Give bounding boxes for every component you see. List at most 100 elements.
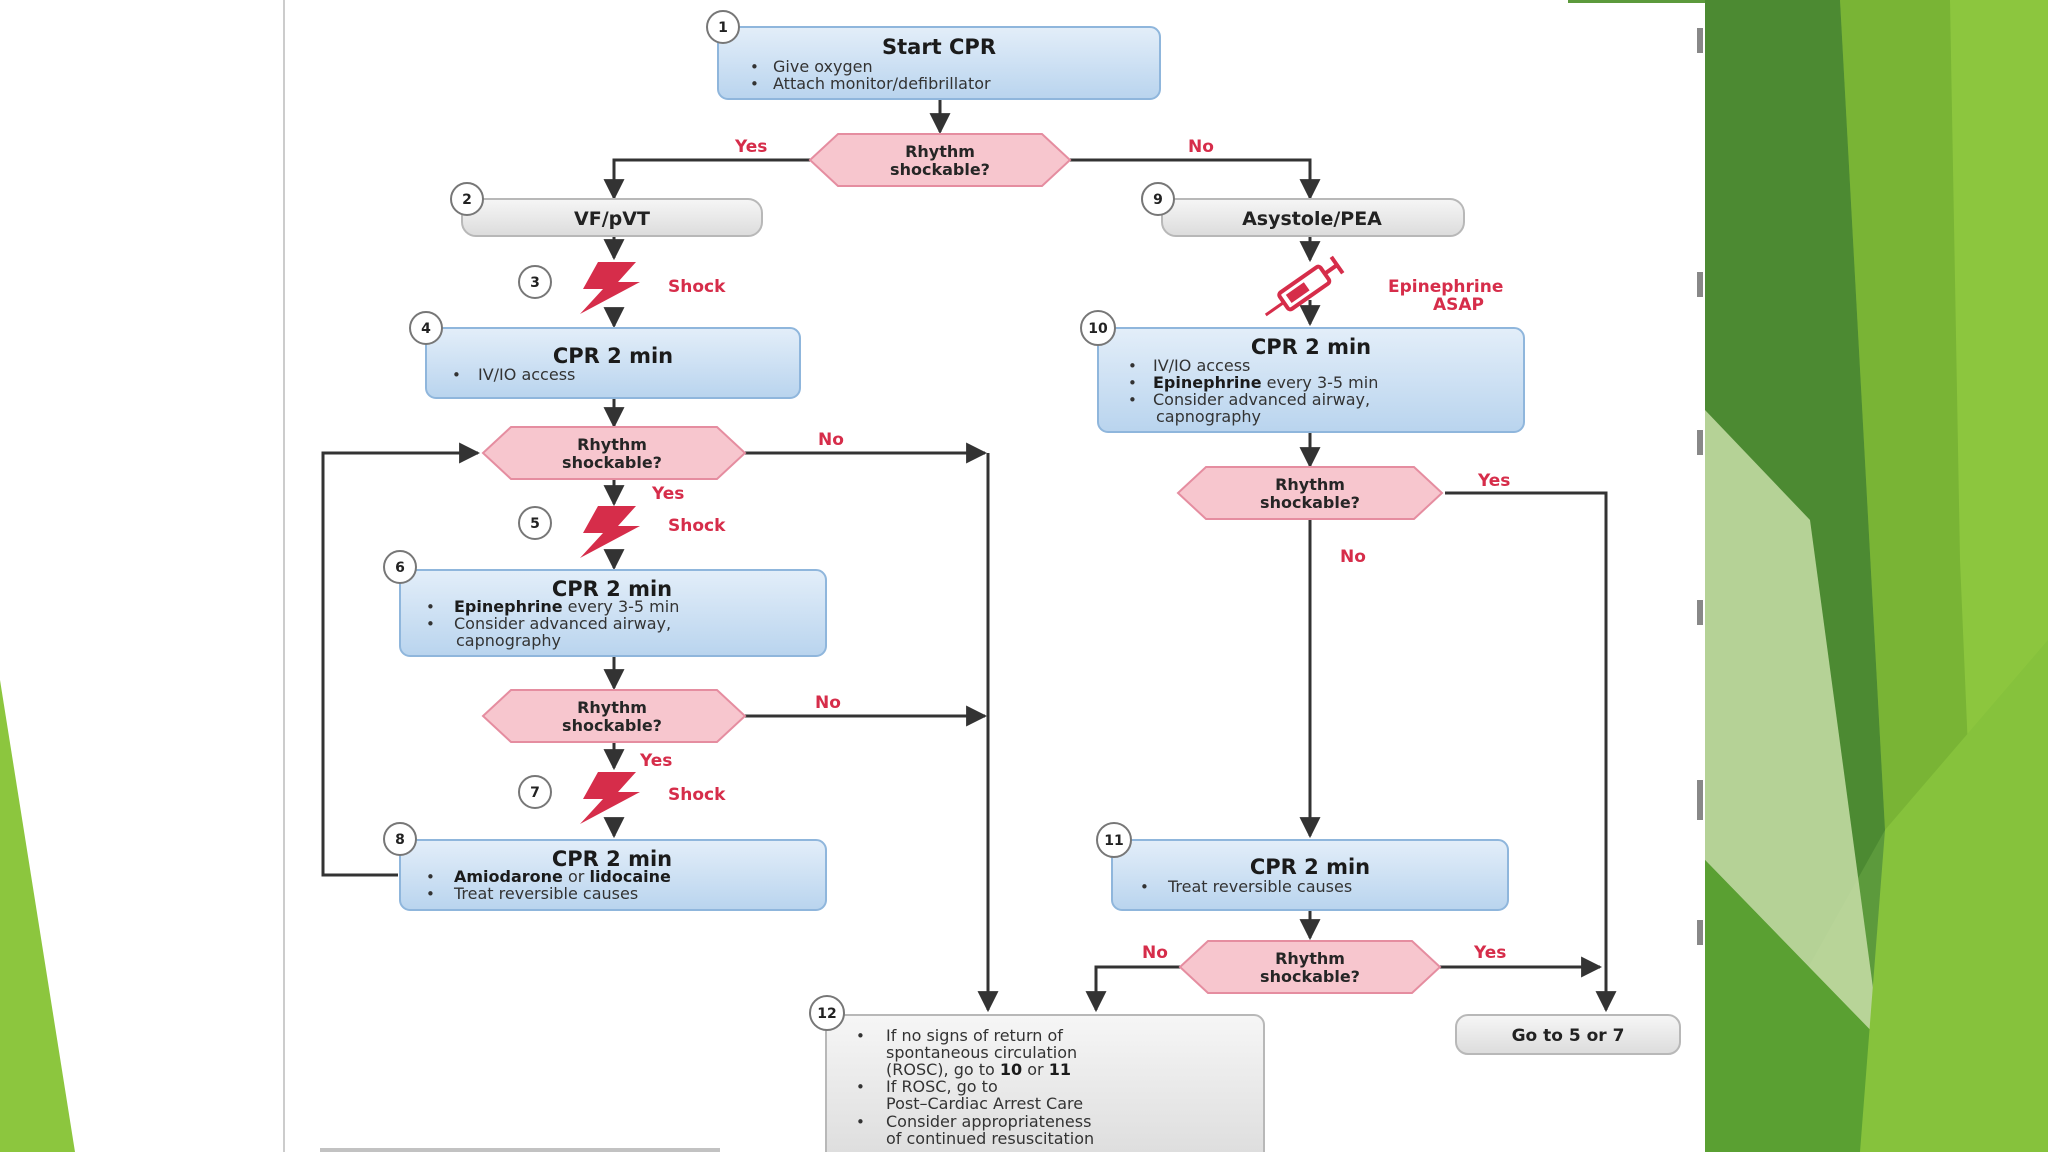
svg-text:Epinephrine every 3-5 min: Epinephrine every 3-5 min xyxy=(454,597,679,616)
step-number-10: 10 xyxy=(1080,310,1116,346)
lightning-bolt-icon xyxy=(580,262,640,314)
step-number-8: 8 xyxy=(383,822,417,856)
step-number-11: 11 xyxy=(1096,822,1132,858)
right-pale-shard xyxy=(1705,410,1880,1040)
svg-text:•: • xyxy=(1140,878,1149,896)
svg-text:5: 5 xyxy=(530,516,540,532)
step-cpr-2min-4: CPR 2 min • IV/IO access xyxy=(425,327,801,399)
svg-text:Rhythm: Rhythm xyxy=(905,142,975,161)
svg-text:Consider advanced airway,: Consider advanced airway, xyxy=(1153,390,1370,409)
goto-5-or-7-box: Go to 5 or 7 xyxy=(1455,1014,1681,1055)
svg-text:shockable?: shockable? xyxy=(562,453,662,472)
connectors xyxy=(321,100,1617,1013)
svg-text:Rhythm: Rhythm xyxy=(1275,949,1345,968)
step-vf-pvt: VF/pVT xyxy=(461,198,763,237)
svg-text:capnography: capnography xyxy=(1156,407,1261,426)
svg-text:•: • xyxy=(750,58,759,76)
syringe-icon xyxy=(1264,255,1345,317)
svg-text:•: • xyxy=(856,1078,865,1096)
svg-text:CPR 2 min: CPR 2 min xyxy=(552,847,672,871)
epinephrine-asap-label: Epinephrine xyxy=(1388,277,1503,297)
left-green-shard xyxy=(0,680,75,1152)
svg-text:Rhythm: Rhythm xyxy=(1275,475,1345,494)
step-cpr-2min-10: CPR 2 min • IV/IO access • Epinephrine e… xyxy=(1097,327,1525,433)
step-number-3: 3 xyxy=(518,265,552,299)
svg-text:Post–Cardiac Arrest Care: Post–Cardiac Arrest Care xyxy=(886,1094,1083,1113)
svg-text:Rhythm: Rhythm xyxy=(577,435,647,454)
svg-text:•: • xyxy=(1128,374,1137,392)
step-cpr-2min-8: CPR 2 min • Amiodarone or lidocaine • Tr… xyxy=(399,839,827,911)
step-number-12: 12 xyxy=(809,995,845,1031)
svg-text:•: • xyxy=(856,1113,865,1131)
svg-text:Rhythm: Rhythm xyxy=(577,698,647,717)
svg-text:•: • xyxy=(1128,391,1137,409)
left-border-line xyxy=(283,0,285,1152)
svg-text:9: 9 xyxy=(1153,192,1163,208)
decision-rhythm-shockable-2: Rhythm shockable? xyxy=(481,426,747,480)
svg-text:Asystole/PEA: Asystole/PEA xyxy=(1242,208,1382,230)
right-mid-shard xyxy=(1705,860,1880,1152)
shock-label: Shock xyxy=(668,785,726,805)
svg-text:7: 7 xyxy=(530,785,540,801)
svg-text:•: • xyxy=(426,868,435,886)
svg-text:shockable?: shockable? xyxy=(1260,967,1360,986)
yes-label: Yes xyxy=(1477,471,1510,491)
svg-text:8: 8 xyxy=(395,832,405,848)
svg-text:CPR 2 min: CPR 2 min xyxy=(553,344,673,368)
svg-text:6: 6 xyxy=(395,560,405,576)
step-cpr-2min-11: CPR 2 min • Treat reversible causes xyxy=(1111,839,1509,911)
shock-label: Shock xyxy=(668,277,726,297)
no-label: No xyxy=(1142,943,1168,963)
svg-text:12: 12 xyxy=(817,1006,836,1022)
svg-text:Consider appropriateness: Consider appropriateness xyxy=(886,1112,1091,1131)
step-number-2: 2 xyxy=(450,182,484,216)
svg-text:(ROSC), go to 10 or 11: (ROSC), go to 10 or 11 xyxy=(886,1060,1071,1079)
no-label: No xyxy=(1188,137,1214,157)
no-label: No xyxy=(1340,547,1366,567)
step-number-9: 9 xyxy=(1141,182,1175,216)
svg-text:Go to 5 or 7: Go to 5 or 7 xyxy=(1512,1026,1625,1046)
step-bullet: Give oxygen xyxy=(773,57,873,76)
svg-text:11: 11 xyxy=(1104,833,1123,849)
svg-text:Consider advanced airway,: Consider advanced airway, xyxy=(454,614,671,633)
yes-label: Yes xyxy=(734,137,767,157)
svg-text:•: • xyxy=(452,366,461,384)
svg-text:shockable?: shockable? xyxy=(562,716,662,735)
svg-text:•: • xyxy=(426,598,435,616)
svg-text:spontaneous circulation: spontaneous circulation xyxy=(886,1043,1077,1062)
svg-text:CPR 2 min: CPR 2 min xyxy=(552,577,672,601)
decision-rhythm-shockable-4: Rhythm shockable? xyxy=(1176,466,1444,520)
svg-text:•: • xyxy=(1128,357,1137,375)
yes-label: Yes xyxy=(1473,943,1506,963)
svg-text:•: • xyxy=(426,885,435,903)
step-title: Start CPR xyxy=(882,35,996,59)
lightning-bolt-icon xyxy=(580,772,640,824)
decision-rhythm-shockable-1: Rhythm shockable? xyxy=(808,133,1072,187)
svg-text:Amiodarone or lidocaine: Amiodarone or lidocaine xyxy=(454,867,671,886)
no-label: No xyxy=(815,693,841,713)
svg-text:3: 3 xyxy=(530,275,540,291)
decision-rhythm-shockable-3: Rhythm shockable? xyxy=(481,689,747,743)
svg-text:shockable?: shockable? xyxy=(1260,493,1360,512)
step-start-cpr: Start CPR • Give oxygen • Attach monitor… xyxy=(717,26,1161,100)
step-number-1: 1 xyxy=(706,10,740,44)
svg-text:VF/pVT: VF/pVT xyxy=(574,208,650,230)
right-bright-shard xyxy=(1860,640,2048,1152)
svg-text:2: 2 xyxy=(462,192,472,208)
svg-text:1: 1 xyxy=(718,20,728,36)
svg-text:Treat reversible causes: Treat reversible causes xyxy=(1167,877,1352,896)
yes-label: Yes xyxy=(651,484,684,504)
svg-text:Treat reversible causes: Treat reversible causes xyxy=(453,884,638,903)
right-edge-ticks xyxy=(1697,28,1703,945)
step-12-rosc: • If no signs of return of spontaneous c… xyxy=(825,1014,1265,1152)
step-asystole-pea: Asystole/PEA xyxy=(1161,198,1465,237)
svg-text:capnography: capnography xyxy=(456,631,561,650)
svg-text:Epinephrine every 3-5 min: Epinephrine every 3-5 min xyxy=(1153,373,1378,392)
step-number-6: 6 xyxy=(383,550,417,584)
step-number-5: 5 xyxy=(518,506,552,540)
cropped-footnote xyxy=(320,1148,720,1152)
no-label: No xyxy=(818,430,844,450)
